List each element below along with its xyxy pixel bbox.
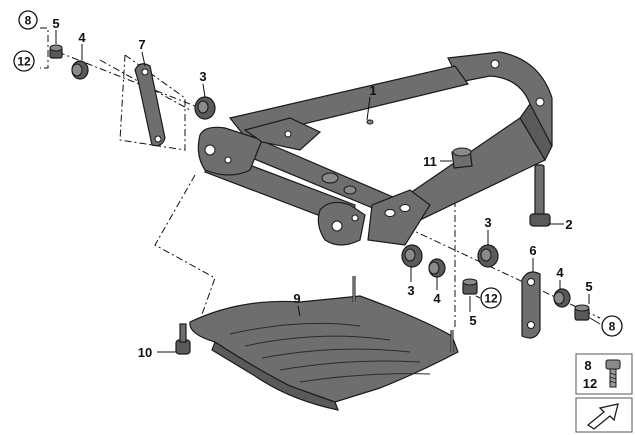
bracket-frame: [197, 51, 553, 246]
callout-circle-8-top: [18, 10, 38, 30]
callouts: 8 12 5 4 7 3 1 11 2 3 6 3 4 4 5 5 12 8 9…: [13, 10, 623, 360]
callout-circle-12-top: [13, 50, 35, 72]
callout-12-middle: 12: [484, 292, 498, 306]
screw-icon: [605, 359, 621, 388]
callout-5-middle: 5: [469, 313, 476, 328]
fastener-legend: 8 12: [575, 353, 633, 395]
arrow-icon: [586, 403, 619, 430]
callout-3-top: 3: [199, 69, 206, 84]
navigation-arrow-box[interactable]: [575, 397, 633, 433]
callout-3-middle: 3: [407, 283, 414, 298]
callout-5-top: 5: [52, 16, 59, 31]
callout-7: 7: [138, 37, 145, 52]
callout-9: 9: [293, 291, 300, 306]
callout-4-top: 4: [78, 30, 86, 45]
callout-4-middle: 4: [433, 291, 441, 306]
callout-11: 11: [423, 154, 437, 169]
callout-2: 2: [565, 217, 572, 232]
legend-8: 8: [584, 358, 591, 373]
callout-12-top: 12: [17, 55, 31, 69]
callout-10: 10: [138, 345, 152, 360]
callout-8-right: 8: [609, 320, 616, 334]
callout-5-right: 5: [585, 279, 592, 294]
callout-circle-12-middle: [480, 287, 502, 309]
callout-1: 1: [369, 83, 376, 98]
small-parts: [49, 44, 590, 355]
skid-plate: [189, 276, 459, 411]
callout-8-top: 8: [25, 14, 32, 28]
leader-lines: [55, 30, 601, 353]
legend-12: 12: [583, 376, 597, 391]
callout-4-right: 4: [556, 265, 564, 280]
callout-circle-8-right: [601, 315, 623, 337]
callout-3-right: 3: [484, 215, 491, 230]
callout-6: 6: [529, 243, 536, 258]
